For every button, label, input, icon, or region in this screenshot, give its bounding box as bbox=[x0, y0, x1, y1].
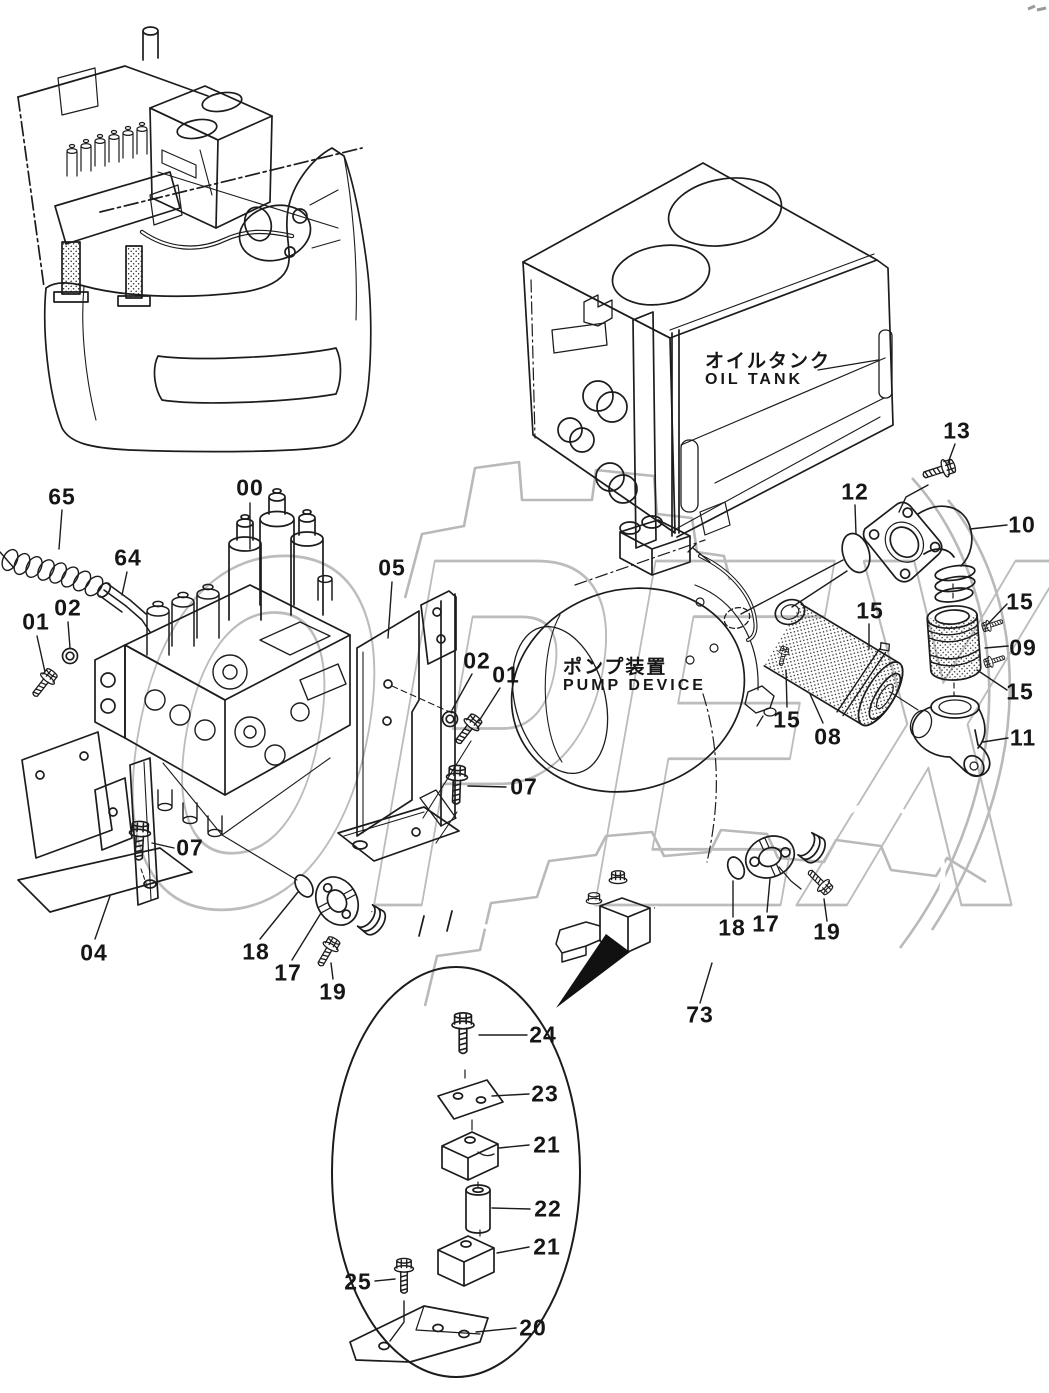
part-label-19-13: 19 bbox=[319, 978, 347, 1005]
oil-tank bbox=[522, 162, 894, 549]
part-label-02-4: 02 bbox=[54, 594, 82, 621]
pump-label-jp: ポンプ装置 bbox=[563, 656, 668, 678]
part-label-07-8: 07 bbox=[510, 773, 538, 800]
part-label-15-20: 15 bbox=[1006, 678, 1034, 705]
part-label-04-10: 04 bbox=[80, 939, 108, 966]
fitting-64 bbox=[96, 582, 151, 633]
part-label-12-14: 12 bbox=[841, 478, 869, 505]
pump-label-en: PUMP DEVICE bbox=[563, 677, 706, 694]
spacer-22 bbox=[465, 1184, 491, 1234]
oil-tank-label-en: OIL TANK bbox=[705, 371, 804, 388]
o-ring-18 bbox=[726, 856, 746, 880]
watermark-gear-top bbox=[403, 460, 732, 599]
part-label-18-24: 18 bbox=[718, 914, 746, 941]
part-label-25-33: 25 bbox=[344, 1268, 372, 1295]
split-flange-17 bbox=[744, 835, 796, 879]
clamp-half-21-upper bbox=[441, 1131, 499, 1181]
part-label-15-17: 15 bbox=[856, 597, 884, 624]
part-label-23-29: 23 bbox=[531, 1080, 559, 1107]
part-label-13-15: 13 bbox=[943, 417, 971, 444]
flange-group-right bbox=[726, 835, 836, 898]
flange-group-left bbox=[294, 874, 360, 971]
part-label-00-1: 00 bbox=[236, 474, 264, 501]
leader-lines bbox=[36, 443, 1009, 1342]
part-label-22-31: 22 bbox=[534, 1195, 562, 1222]
oil-tank-label-jp: オイルタンク bbox=[705, 350, 832, 372]
part-label-65-0: 65 bbox=[48, 483, 76, 510]
bolt-24 bbox=[451, 1011, 475, 1055]
part-label-02-6: 02 bbox=[463, 647, 491, 674]
part-label-01-7: 01 bbox=[492, 661, 520, 688]
part-label-10-16: 10 bbox=[1008, 511, 1036, 538]
part-label-01-3: 01 bbox=[22, 608, 50, 635]
part-label-08-22: 08 bbox=[814, 723, 842, 750]
wire-harness-65 bbox=[0, 548, 151, 633]
watermark-graphics: OPEX bbox=[74, 4, 1049, 1013]
part-label-24-28: 24 bbox=[529, 1021, 557, 1048]
part-label-17-25: 17 bbox=[752, 910, 780, 937]
hose-clamp-assembly bbox=[555, 870, 651, 1008]
part-label-20-34: 20 bbox=[519, 1314, 547, 1341]
split-flange-17 bbox=[314, 876, 360, 926]
flange-10 bbox=[862, 501, 943, 583]
hose-09 bbox=[926, 583, 1007, 697]
part-label-17-12: 17 bbox=[274, 959, 302, 986]
watermark-gear-bottom bbox=[423, 828, 987, 1007]
hose-73 bbox=[356, 802, 946, 981]
part-label-05-5: 05 bbox=[378, 554, 406, 581]
pump-device bbox=[510, 515, 806, 793]
watermark-text: OPEX bbox=[76, 453, 1049, 1012]
control-valve bbox=[94, 487, 351, 838]
plate-23 bbox=[437, 1079, 504, 1120]
clamp-half-21-lower bbox=[437, 1235, 495, 1287]
part-label-64-2: 64 bbox=[114, 544, 142, 571]
detail-callout-arrow bbox=[556, 934, 630, 1008]
part-label-73-27: 73 bbox=[686, 1001, 714, 1028]
part-label-18-11: 18 bbox=[242, 938, 270, 965]
suction-filter-08 bbox=[763, 603, 919, 727]
bracket-20 bbox=[349, 1305, 489, 1363]
part-label-19-26: 19 bbox=[813, 918, 841, 945]
part-label-09-19: 09 bbox=[1009, 634, 1037, 661]
part-label-07-9: 07 bbox=[176, 834, 204, 861]
part-label-11-23: 11 bbox=[1009, 724, 1037, 751]
cap-12 bbox=[841, 532, 871, 574]
bolt-25 bbox=[393, 1257, 415, 1294]
o-ring-18 bbox=[294, 874, 314, 898]
part-label-15-21: 15 bbox=[773, 706, 801, 733]
elbow-11 bbox=[909, 695, 991, 778]
machine-overview bbox=[17, 26, 372, 453]
part-label-15-18: 15 bbox=[1006, 588, 1034, 615]
detail-bubble bbox=[331, 966, 581, 1378]
part-label-21-30: 21 bbox=[533, 1131, 561, 1158]
scan-artifact bbox=[1027, 4, 1047, 12]
part-label-21-32: 21 bbox=[533, 1233, 561, 1260]
